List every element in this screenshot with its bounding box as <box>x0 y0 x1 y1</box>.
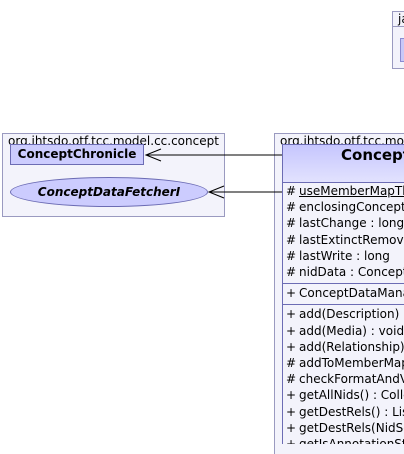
class-concept-constructors: +ConceptDataManag <box>283 284 404 306</box>
class-concept[interactable]: Concept #useMemberMapThr#enclosingConcep… <box>282 144 404 444</box>
operation-row[interactable]: +getAllNids() : Collec <box>286 388 404 403</box>
package-top: ja <box>392 11 404 69</box>
attribute-row[interactable]: #nidData : ConceptD <box>286 265 404 280</box>
member-text: addToMemberMapp <box>299 355 404 370</box>
operation-row[interactable]: +add(Media) : void <box>286 324 404 339</box>
operation-row[interactable]: +add(Description) : v <box>286 307 404 322</box>
member-text: getDestRels() : List< <box>299 404 404 419</box>
member-text: lastExtinctRemoval <box>299 232 404 247</box>
class-concept-attributes: #useMemberMapThr#enclosingConcept :#last… <box>283 182 404 285</box>
member-text: add(Media) : void <box>299 323 404 338</box>
visibility-marker: # <box>286 200 297 215</box>
operation-row[interactable]: +add(Relationship) : <box>286 340 404 355</box>
attribute-row[interactable]: #lastWrite : long <box>286 249 390 264</box>
class-concept-header: Concept <box>283 145 404 183</box>
association-arrows <box>144 148 282 199</box>
visibility-marker: # <box>286 248 297 263</box>
visibility-marker: # <box>286 372 297 387</box>
operation-row[interactable]: +getIsAnnotationStyl <box>286 437 404 444</box>
attribute-row[interactable]: #lastExtinctRemoval <box>286 233 404 248</box>
visibility-marker: + <box>286 307 297 322</box>
member-text: checkFormatAndVe <box>299 372 404 387</box>
operation-row[interactable]: +getDestRels() : List< <box>286 405 404 420</box>
class-concept-operations: +add(Description) : v+add(Media) : void+… <box>283 305 404 444</box>
member-text: ConceptDataManag <box>299 286 404 301</box>
visibility-marker: # <box>286 265 297 279</box>
visibility-marker: + <box>286 420 297 435</box>
member-text: add(Description) : v <box>299 307 404 322</box>
member-text: enclosingConcept : <box>299 200 404 215</box>
package-top-class[interactable] <box>400 38 404 62</box>
visibility-marker: + <box>286 388 297 403</box>
visibility-marker: # <box>286 355 297 370</box>
visibility-marker: + <box>286 339 297 354</box>
package-top-tab: ja <box>392 11 404 27</box>
class-concept-name: Concept <box>341 146 404 164</box>
operation-row[interactable]: #addToMemberMapp <box>286 356 404 371</box>
operation-row[interactable]: #checkFormatAndVe <box>286 372 404 387</box>
member-text: useMemberMapThr <box>299 184 404 198</box>
constructor-row[interactable]: +ConceptDataManag <box>286 286 404 301</box>
attribute-row[interactable]: #lastChange : long <box>286 216 404 231</box>
interface-concept-data-fetcher[interactable]: ConceptDataFetcherI <box>10 177 208 207</box>
association-to-chronicle <box>144 148 282 162</box>
attribute-row[interactable]: #enclosingConcept : <box>286 200 404 215</box>
visibility-marker: # <box>286 184 297 198</box>
member-text: add(Relationship) : <box>299 339 404 354</box>
operation-row[interactable]: +getDestRels(NidSe <box>286 421 404 436</box>
member-text: nidData : ConceptD <box>299 265 404 279</box>
attribute-row[interactable]: #useMemberMapThr <box>286 184 404 199</box>
association-to-fetcher <box>207 185 282 199</box>
visibility-marker: + <box>286 286 297 301</box>
visibility-marker: # <box>286 232 297 247</box>
member-text: lastChange : long <box>299 216 404 231</box>
member-text: getAllNids() : Collec <box>299 388 404 403</box>
visibility-marker: # <box>286 216 297 231</box>
member-text: getDestRels(NidSe <box>299 420 404 435</box>
visibility-marker: + <box>286 436 297 444</box>
visibility-marker: + <box>286 323 297 338</box>
visibility-marker: + <box>286 404 297 419</box>
member-text: getIsAnnotationStyl <box>299 436 404 444</box>
member-text: lastWrite : long <box>299 248 390 263</box>
class-concept-chronicle[interactable]: ConceptChronicle <box>10 144 144 165</box>
